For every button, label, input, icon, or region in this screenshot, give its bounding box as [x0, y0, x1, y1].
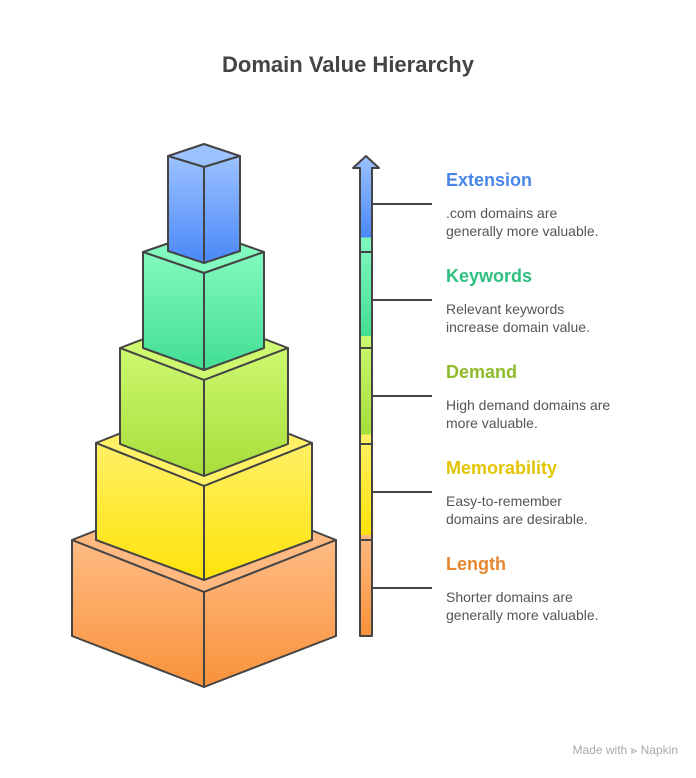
block-extension	[167, 143, 241, 264]
level-desc-keywords: Relevant keywords increase domain value.	[446, 300, 666, 336]
napkin-credit[interactable]: Made with ⪢ Napkin	[572, 743, 678, 757]
desc-line: increase domain value.	[446, 319, 590, 335]
level-label-demand: Demand	[446, 362, 518, 382]
level-label-keywords: Keywords	[446, 266, 533, 286]
level-desc-demand: High demand domains are more valuable.	[446, 396, 666, 432]
level-desc-extension: .com domains are generally more valuable.	[446, 204, 666, 240]
desc-line: generally more valuable.	[446, 607, 599, 623]
desc-line: generally more valuable.	[446, 223, 599, 239]
level-desc-memorability: Easy-to-remember domains are desirable.	[446, 492, 666, 528]
desc-line: more valuable.	[446, 415, 538, 431]
desc-line: Easy-to-remember	[446, 493, 562, 509]
diagram-title: Domain Value Hierarchy	[222, 52, 474, 77]
desc-line: .com domains are	[446, 205, 558, 221]
level-label-memorability: Memorability	[446, 458, 558, 478]
desc-line: Relevant keywords	[446, 301, 565, 317]
desc-line: domains are desirable.	[446, 511, 588, 527]
desc-line: High demand domains are	[446, 397, 611, 413]
level-desc-length: Shorter domains are generally more valuab…	[446, 588, 666, 624]
desc-line: Shorter domains are	[446, 589, 573, 605]
value-arrow	[352, 155, 432, 637]
level-label-extension: Extension	[446, 170, 533, 190]
level-label-length: Length	[446, 554, 506, 574]
